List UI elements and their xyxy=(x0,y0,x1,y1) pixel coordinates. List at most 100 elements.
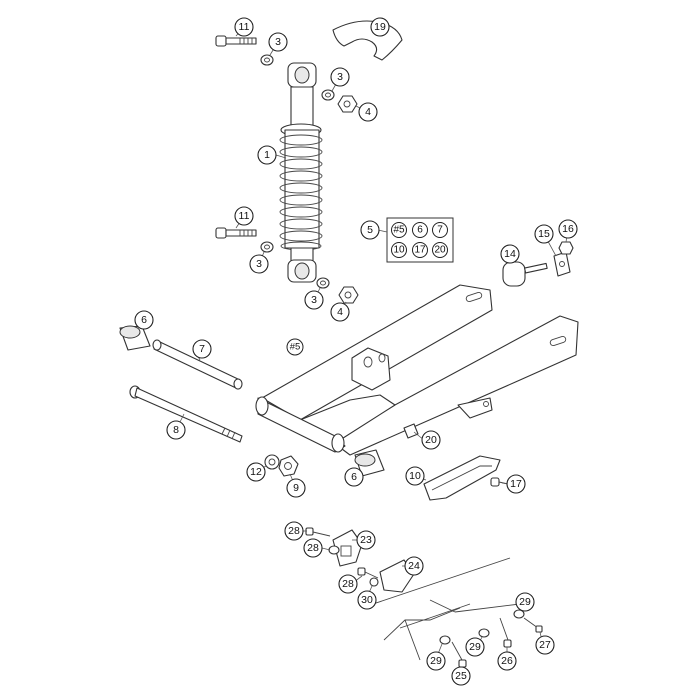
callout-1: 1 xyxy=(257,145,277,165)
chain-guide-10 xyxy=(423,455,501,501)
callout-3-lower-right: 3 xyxy=(304,290,324,310)
screw-28-lower xyxy=(357,567,379,579)
svg-text:4: 4 xyxy=(365,106,371,118)
svg-text:27: 27 xyxy=(539,639,551,651)
svg-text:11: 11 xyxy=(239,210,250,222)
bolt-27 xyxy=(523,617,543,633)
svg-text:11: 11 xyxy=(239,21,250,33)
bolt-11-lower xyxy=(215,227,257,239)
svg-text:6: 6 xyxy=(141,314,147,326)
bolt-25 xyxy=(451,641,467,668)
callout-9: 9 xyxy=(286,478,306,498)
callout-28-mid: 28 xyxy=(303,538,323,558)
svg-text:19: 19 xyxy=(374,21,386,33)
washer-3-top-left xyxy=(260,54,274,66)
washer-3-top-right xyxy=(321,89,335,101)
svg-text:29: 29 xyxy=(519,596,531,608)
washer-3-lower-left xyxy=(260,241,274,253)
washer-3-lower-right xyxy=(316,277,330,289)
svg-text:3: 3 xyxy=(311,294,317,306)
callout-8: 8 xyxy=(166,420,186,440)
bushing-6-right xyxy=(354,449,385,477)
svg-text:4: 4 xyxy=(337,306,343,318)
svg-text:28: 28 xyxy=(288,525,300,537)
callout-23: 23 xyxy=(356,530,376,550)
svg-text:26: 26 xyxy=(501,655,513,667)
callout-4-lower: 4 xyxy=(330,302,350,322)
svg-text:20: 20 xyxy=(425,434,437,446)
swingarm xyxy=(255,284,579,456)
svg-text:29: 29 xyxy=(430,655,442,667)
callout-6-left: 6 xyxy=(134,310,154,330)
nut-4-top xyxy=(337,95,358,113)
callout-15: 15 xyxy=(534,224,554,244)
svg-text:1: 1 xyxy=(264,149,270,161)
callout-17: 17 xyxy=(506,474,526,494)
bushing-20 xyxy=(403,423,419,439)
callout-3-top-right: 3 xyxy=(330,67,350,87)
adjuster-plate-15 xyxy=(553,251,571,277)
callout-24: 24 xyxy=(404,556,424,576)
washer-29-right xyxy=(513,609,525,619)
callout-29-left: 29 xyxy=(426,651,446,671)
bracket-19 xyxy=(332,20,403,61)
nut-16 xyxy=(558,241,574,255)
kit-item-1: #5 xyxy=(393,225,405,236)
callout-27: 27 xyxy=(535,635,555,655)
spacer-30 xyxy=(369,577,379,587)
svg-text:28: 28 xyxy=(342,578,354,590)
bolt-26 xyxy=(499,617,512,648)
sleeve-7 xyxy=(152,339,243,390)
pivot-bolt-8 xyxy=(129,385,243,443)
callout-11-top: 11 xyxy=(234,17,254,37)
svg-text:3: 3 xyxy=(337,71,343,83)
shock-absorber xyxy=(279,62,323,283)
callout-28-top: 28 xyxy=(284,521,304,541)
kit-item-2: 6 xyxy=(417,225,423,236)
svg-text:7: 7 xyxy=(199,343,205,355)
chain-adjuster-14 xyxy=(502,261,548,287)
nut-4-lower xyxy=(338,286,359,304)
callout-29-center: 29 xyxy=(465,637,485,657)
kit-item-6: 20 xyxy=(434,245,446,256)
svg-text:5: 5 xyxy=(367,224,373,236)
callout-16: 16 xyxy=(558,219,578,239)
svg-text:24: 24 xyxy=(408,560,420,572)
callout-7: 7 xyxy=(192,339,212,359)
callout-30: 30 xyxy=(357,590,377,610)
callout-19: 19 xyxy=(370,17,390,37)
svg-text:9: 9 xyxy=(293,482,299,494)
svg-text:6: 6 xyxy=(351,471,357,483)
callout-11-lower: 11 xyxy=(234,206,254,226)
callout-3-top-left: 3 xyxy=(268,32,288,52)
screw-17 xyxy=(490,477,509,487)
shock-top-bushing xyxy=(294,66,310,84)
kit-item-5: 17 xyxy=(414,245,426,256)
callout-6-right: 6 xyxy=(344,467,364,487)
svg-text:12: 12 xyxy=(250,466,262,478)
callout-10: 10 xyxy=(405,466,425,486)
washer-28-mid xyxy=(328,545,340,555)
nut-9 xyxy=(278,455,299,477)
washer-29-center xyxy=(478,628,490,638)
svg-text:10: 10 xyxy=(409,470,421,482)
bracket-23 xyxy=(332,529,363,567)
svg-text:14: 14 xyxy=(504,248,516,260)
kit-item-4: 10 xyxy=(393,245,405,256)
shock-upper-body xyxy=(290,86,314,128)
callout-4-top: 4 xyxy=(358,102,378,122)
callout-29-right: 29 xyxy=(515,592,535,612)
svg-text:17: 17 xyxy=(510,478,522,490)
svg-text:3: 3 xyxy=(256,258,262,270)
callout-26: 26 xyxy=(497,651,517,671)
callout-14: 14 xyxy=(500,244,520,264)
kit-box: #5 6 7 10 17 20 xyxy=(386,217,454,263)
svg-text:15: 15 xyxy=(538,228,550,240)
callout-12: 12 xyxy=(246,462,266,482)
washer-29-left xyxy=(439,635,451,645)
svg-text:16: 16 xyxy=(562,223,574,235)
svg-text:8: 8 xyxy=(173,424,179,436)
washer-12 xyxy=(264,454,280,470)
